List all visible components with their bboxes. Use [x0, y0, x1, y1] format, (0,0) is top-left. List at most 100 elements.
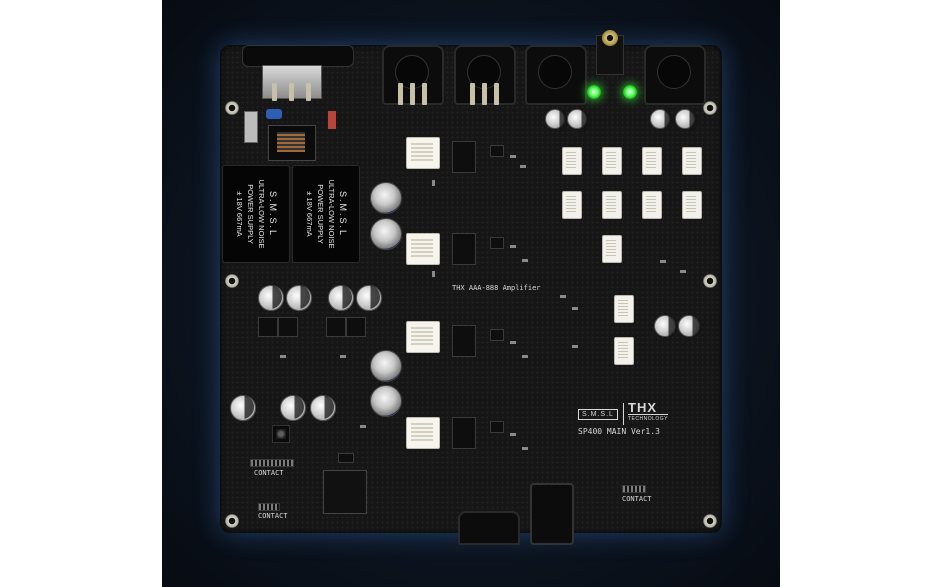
psu-module: S.M.S.L ULTRA-LOW NOISE POWER SUPPLY ± 1… [292, 165, 360, 263]
smd-component [560, 295, 566, 298]
regulator-chip [324, 317, 348, 337]
regulator-chip [276, 317, 300, 337]
mounting-hole [703, 514, 717, 528]
small-capacitor [310, 395, 336, 421]
amplifier-ic [450, 233, 478, 265]
small-capacitor [286, 285, 312, 311]
contact-label: CONTACT [258, 512, 288, 520]
xlr-pin [494, 83, 499, 105]
red-resistor [328, 111, 336, 129]
small-capacitor [545, 109, 569, 133]
rectifier-block [268, 125, 316, 161]
smd-component [510, 341, 516, 344]
microcontroller-chip [320, 467, 370, 517]
mounting-hole [703, 101, 717, 115]
regulator-chip [344, 317, 368, 337]
regulator-chip [256, 317, 280, 337]
pin-header [622, 485, 646, 493]
xlr-pin [470, 83, 475, 105]
electrolytic-capacitor [370, 350, 402, 382]
amplifier-silkscreen: THX AAA-888 Amplifier [452, 284, 541, 292]
terminal-pin [272, 83, 277, 101]
logo-divider [623, 403, 624, 425]
psu-line2: POWER SUPPLY [246, 184, 255, 244]
amplifier-module [406, 137, 440, 169]
rca-jack [596, 30, 624, 75]
green-led [587, 85, 601, 99]
relay [602, 147, 622, 175]
pcb-main-board: S.M.S.L ULTRA-LOW NOISE POWER SUPPLY ± 1… [220, 30, 722, 545]
psu-brand: S.M.S.L [338, 190, 348, 237]
amplifier-ic [450, 141, 478, 173]
inductor [272, 425, 290, 443]
small-capacitor [678, 315, 702, 339]
terminal-pin [289, 83, 294, 101]
relay [682, 191, 702, 219]
mounting-hole [703, 274, 717, 288]
psu-brand: S.M.S.L [268, 190, 278, 237]
electrolytic-capacitor [370, 385, 402, 417]
relay [562, 147, 582, 175]
mounting-hole [225, 101, 239, 115]
smsl-logo: S.M.S.L [578, 409, 618, 420]
smd-component [340, 355, 346, 358]
smd-component [522, 355, 528, 358]
small-capacitor [675, 109, 699, 133]
psu-line1: ULTRA-LOW NOISE [257, 179, 266, 249]
smd-component [510, 245, 516, 248]
smd-component [660, 260, 666, 263]
xlr-pin [398, 83, 403, 105]
amplifier-ic [450, 325, 478, 357]
relay [602, 191, 622, 219]
psu-line3: ± 18V 667mA [305, 191, 314, 237]
thx-logo-text: THX [628, 401, 669, 415]
relay [562, 191, 582, 219]
smd-component [510, 433, 516, 436]
relay [682, 147, 702, 175]
small-capacitor [650, 109, 674, 133]
power-inlet [242, 45, 354, 67]
amplifier-module [406, 321, 440, 353]
terminal-pin [306, 83, 311, 101]
small-capacitor [567, 109, 591, 133]
psu-line2: POWER SUPPLY [316, 184, 325, 244]
green-led [623, 85, 637, 99]
contact-label: CONTACT [254, 469, 284, 477]
xlr-pin [422, 83, 427, 105]
blue-capacitor [266, 109, 282, 119]
xlr-connector [525, 45, 587, 105]
small-ic [488, 145, 506, 157]
smd-component [432, 271, 435, 277]
smd-component [522, 447, 528, 450]
relay [642, 191, 662, 219]
contact-label: CONTACT [622, 495, 652, 503]
small-capacitor [654, 315, 678, 339]
board-version-label: SP400 MAIN Ver1.3 [578, 427, 660, 436]
smd-component [522, 259, 528, 262]
electrolytic-capacitor [370, 218, 402, 250]
relay [642, 147, 662, 175]
smd-component [572, 345, 578, 348]
pin-header [250, 459, 294, 467]
psu-label: S.M.S.L ULTRA-LOW NOISE POWER SUPPLY ± 1… [304, 168, 348, 260]
amplifier-module [406, 417, 440, 449]
electrolytic-capacitor [370, 182, 402, 214]
small-capacitor [356, 285, 382, 311]
quarter-inch-jack [530, 483, 574, 545]
smd-component [432, 180, 435, 186]
small-ic [488, 421, 506, 433]
smd-component [520, 165, 526, 168]
smd-component [680, 270, 686, 273]
rectifier-heatsink [277, 132, 305, 152]
psu-line3: ± 18V 667mA [235, 191, 244, 237]
small-ic [336, 453, 356, 463]
smd-component [510, 155, 516, 158]
small-capacitor [230, 395, 256, 421]
relay [614, 295, 634, 323]
fuse-holder [244, 111, 258, 143]
smd-component [572, 307, 578, 310]
xlr-headphone-jack [458, 511, 520, 545]
amplifier-module [406, 233, 440, 265]
smd-component [280, 355, 286, 358]
smsl-logo-text: S.M.S.L [582, 411, 614, 418]
